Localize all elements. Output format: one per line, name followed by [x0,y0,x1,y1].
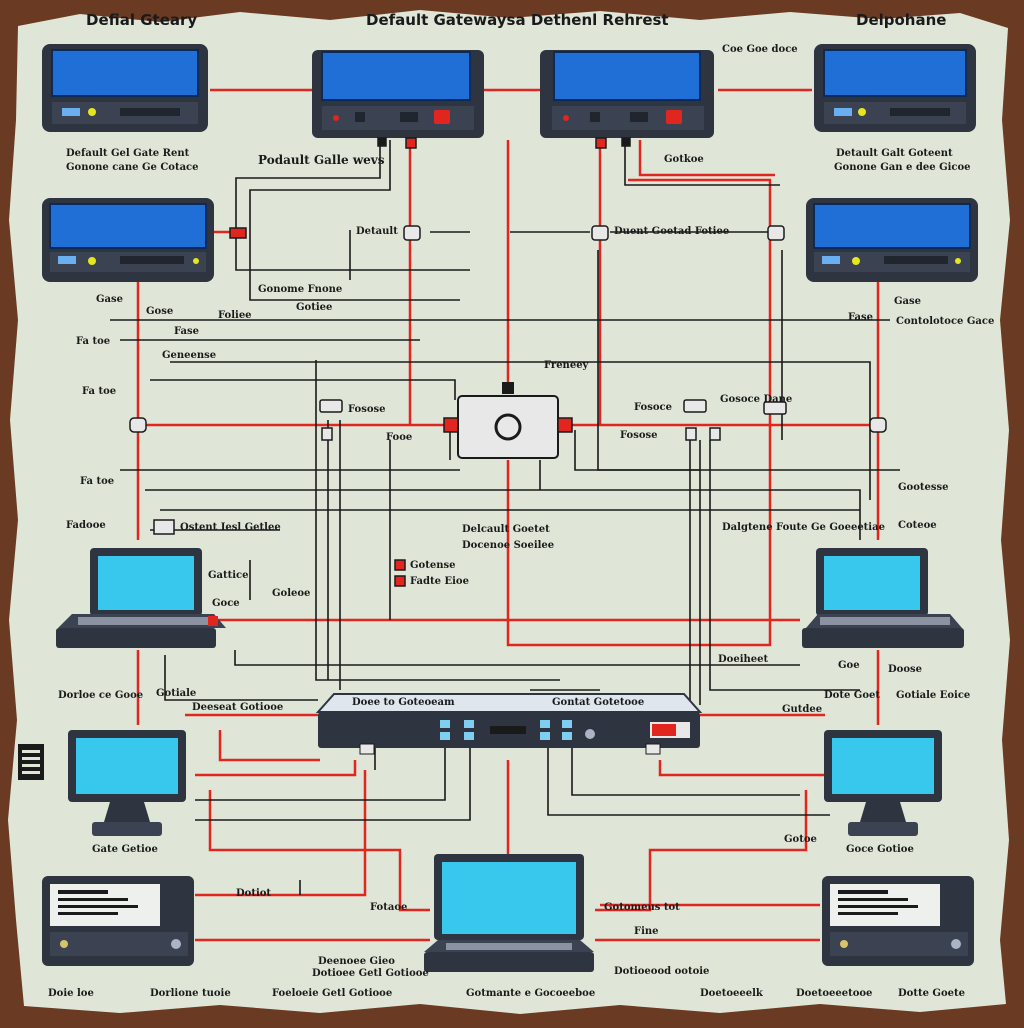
label-left-fasoe: Fa toe [82,386,117,397]
label-right-dalgtene: Dalgtene Foute Ge Goeeetiae [722,522,885,533]
laptop-right [802,548,964,648]
gateway-router-top-far-right [814,44,976,132]
gateway-router-mid-left [42,198,214,282]
label-right-gotoe: Gotoe [784,834,817,845]
label-right-laptop-note2: Doose [888,664,923,675]
label-bottom-right-a: Doetoeeelk [700,988,763,999]
label-gw-left-top: Default Gel Gate Rent [66,148,190,159]
label-bottom-fine: Fine [634,926,659,937]
label-right-gase: Gase [894,296,922,307]
label-center-gotense: Gotense [410,560,456,571]
server-bottom-left [42,876,194,966]
label-left-fatoe: Fa toe [80,476,115,487]
laptop-left [56,548,226,648]
label-gw-right-top-sub: Gonone Gan e dee Gicoe [834,162,971,173]
label-hub-fosose-right: Fosose [620,430,658,441]
label-bottom-right-b: Doetoeeetooe [796,988,873,999]
label-left-fatwo: Fa toe [76,336,111,347]
label-left-gose: Gose [146,306,174,317]
label-right-bottom-dote: Dote Goet [824,690,880,701]
title-left: Defial Gteary [86,11,198,29]
label-sw-2: Gotiee [296,302,333,313]
label-laptop-left-note3: Goleoe [272,588,311,599]
label-left-gase: Gase [96,294,124,305]
label-center-default2: Docenoe Soeilee [462,540,555,551]
label-hub-fosose-left: Fosose [348,404,386,415]
laptop-bottom-center [424,854,594,972]
label-bottom-center2: Dotioeood ootoie [614,966,710,977]
monitor-left [68,730,186,836]
title-right: Delpohane [856,11,947,29]
monitor-right [824,730,942,836]
label-bottom-left-d: Dotioee Getl Gotiooe [312,968,429,979]
label-left-bottom-gotiale: Gotiale [156,688,197,699]
label-left-bottom-deeseat: Deeseat Gotiooe [192,702,284,713]
label-gw-left-top-sub: Gonone cane Ge Cotace [66,162,199,173]
label-mid-default: Detault [356,226,398,237]
legend-glyph [18,744,44,780]
label-bottom-left-c: Deenoee Gieo [318,956,395,967]
gateway-router-top-center [312,50,484,138]
label-bottom-left-b: Dorlione tuoie [150,988,231,999]
label-bottom-fotaoe: Fotaoe [370,902,408,913]
label-left-ostent: Ostent Iesl Getlee [180,522,281,533]
connectors [129,137,887,587]
label-right-fase: Fase [848,312,874,323]
label-right-contolotoce: Contolotoce Gace [896,316,995,327]
label-laptop-left-note: Gattice [208,570,249,581]
title-center: Default Gatewaysa Dethenl Rehrest [366,11,669,29]
label-bottom-left-e: Foeloeie Getl Gotiooe [272,988,393,999]
label-sw-1: Gonome Fnone [258,284,343,295]
label-right-laptop-note: Goe [838,660,860,671]
label-switch-left: Doee to Goteoeam [352,697,455,708]
label-bottom-dotiot: Dotiot [236,888,272,899]
gateway-router-top-right [540,50,714,138]
label-bottom-gotomeus: Gotomeus tot [604,902,680,913]
label-right-coteoe: Coteoe [898,520,937,531]
label-hub-gosoce: Gosoce Dane [720,394,793,405]
label-right-gootesse: Gootesse [898,482,949,493]
label-laptop-left-note2: Goce [212,598,240,609]
label-pc-left: Gate Getioe [92,844,158,855]
red-links [136,88,880,942]
label-hub-freneey: Freneey [544,360,589,371]
label-gw-center: Podault Galle wevs [258,153,385,167]
label-left-geneense: Geneense [162,350,217,361]
label-bottom-right-c: Dotte Goete [898,988,965,999]
gateway-router-mid-right [806,198,978,282]
label-gw-right-top-note: Coe Goe doce [722,44,798,55]
label-router-note: Doeiheet [718,654,769,665]
label-hub-fosoce: Fosoce [634,402,672,413]
label-gw-right-note: Gotkoe [664,154,704,165]
label-bottom-left-a: Doie loe [48,988,94,999]
label-mid-port: Duent Goetad Fotiee [614,226,730,237]
label-left-face: Fase [174,326,200,337]
label-hub-fooe: Fooe [386,432,413,443]
label-gw-right-top: Detault Galt Goteent [836,148,953,159]
label-left-fadooe: Fadooe [66,520,106,531]
label-bottom-center: Gotmante e Gocoeeboe [466,988,596,999]
main-switch [315,693,703,755]
label-right-gutdee: Gutdee [782,704,823,715]
label-left-bottom-dorloe: Dorloe ce Gooe [58,690,144,701]
label-center-default: Delcault Goetet [462,524,550,535]
server-bottom-right [822,876,974,966]
gateway-router-top-left [42,44,208,132]
label-switch-right: Gontat Gotetooe [552,697,645,708]
label-right-bottom-gotiale: Gotiale Eoice [896,690,971,701]
black-links [110,140,900,895]
label-center-fadte: Fadte Eioe [410,576,469,587]
label-left-fabe: Foliee [218,310,252,321]
label-pc-right: Goce Gotioe [846,844,914,855]
